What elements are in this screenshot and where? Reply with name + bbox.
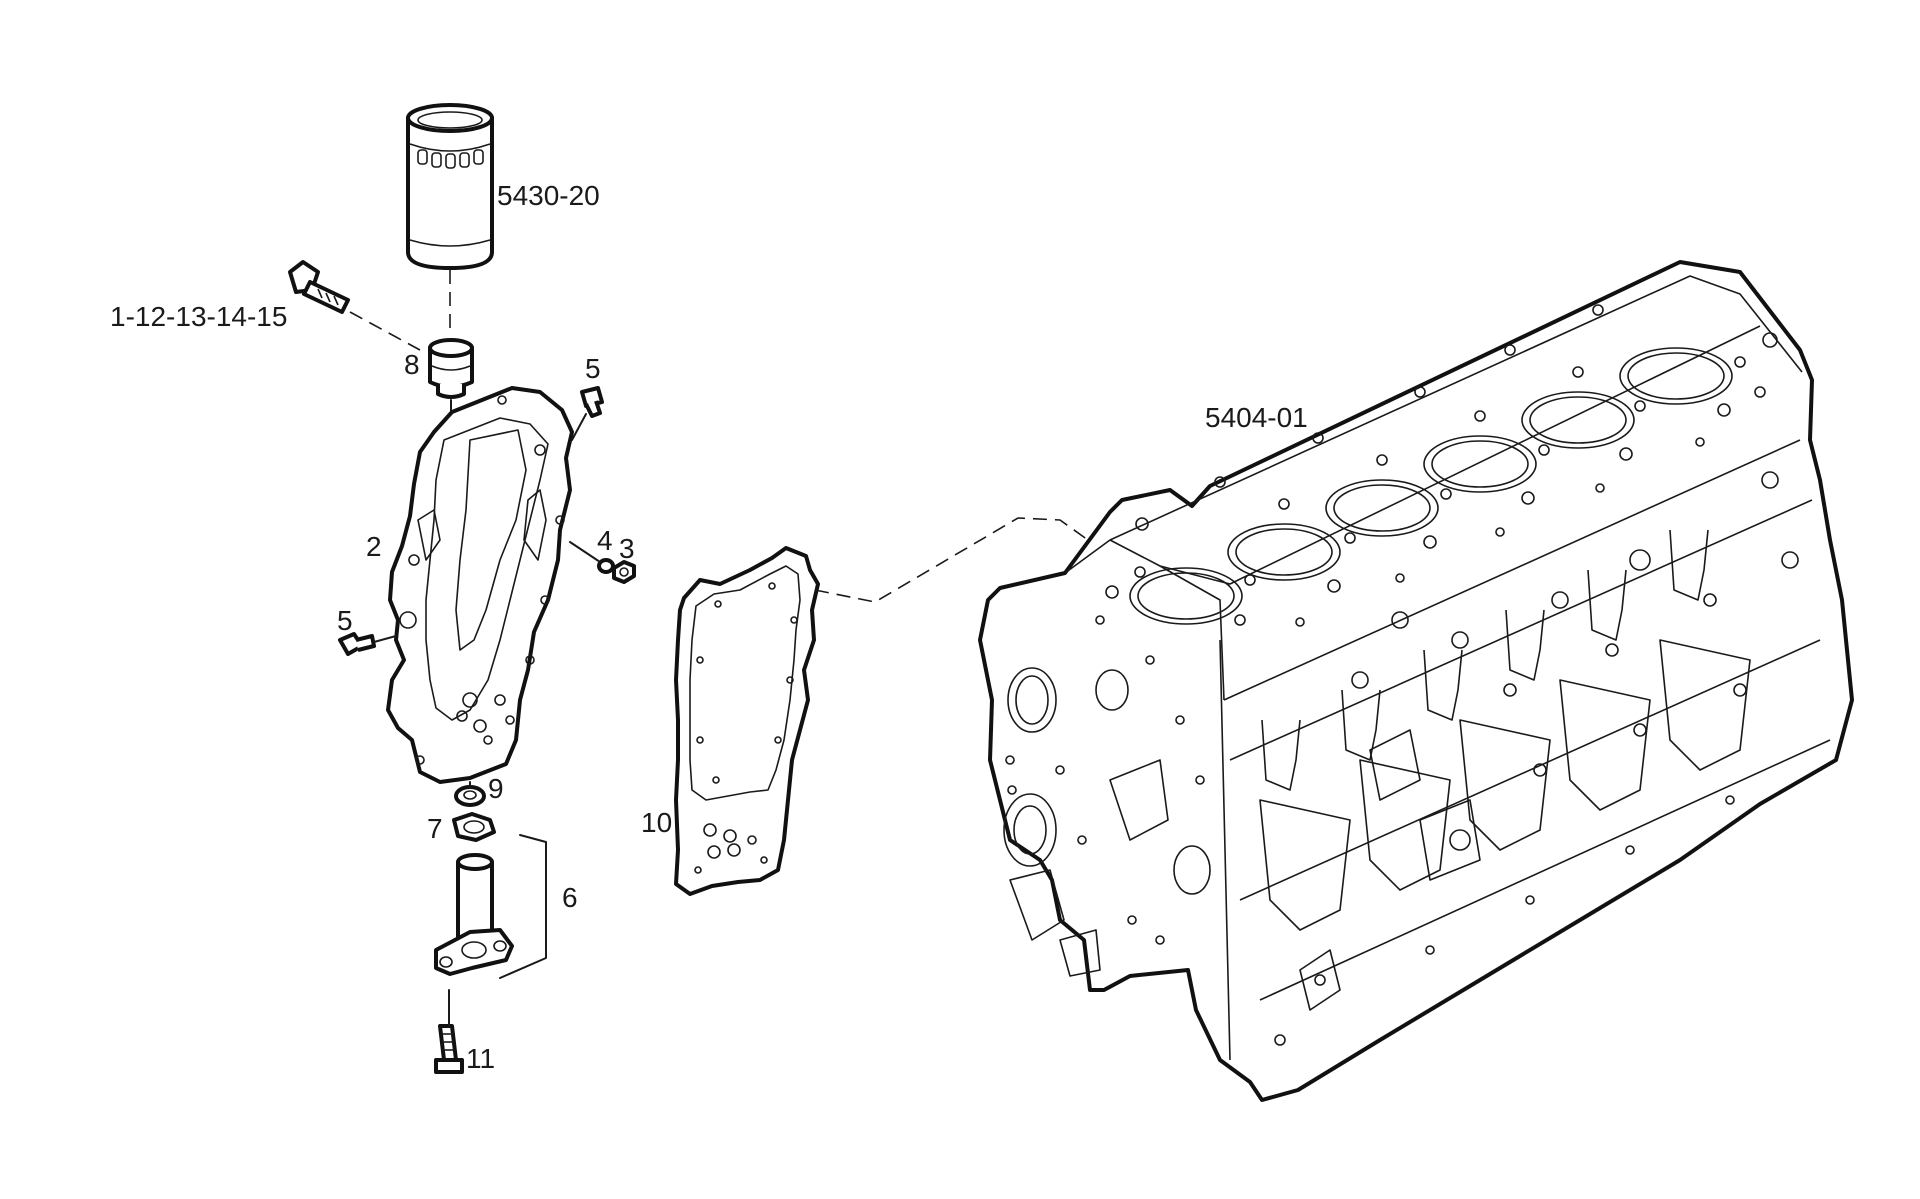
screw-leader-line [349,311,421,351]
callout-engine-block: 5404-01 [1205,402,1308,433]
callout-oil-filter: 5430-20 [497,180,600,211]
engine-block [978,260,1854,1102]
callout-3: 3 [619,533,635,564]
bracket-6 [499,834,547,979]
deck-holes [1105,304,1778,627]
oil-filter-part [406,103,494,270]
callout-10: 10 [641,807,672,838]
washer-part-4 [597,558,615,574]
oil-cooler-housing-part-2 [386,386,574,784]
pipe-part-6 [434,853,514,976]
gasket-to-block-leader [814,517,1096,603]
small-screw-part-5-top [580,386,604,418]
callout-screw-group: 1-12-13-14-15 [110,301,287,332]
sleeve-part-8 [428,338,474,399]
bolt-part-11 [434,1024,464,1074]
part4-leader-line [569,541,601,563]
callout-5-top: 5 [585,353,601,384]
block-side-face [1219,439,1831,1061]
callout-6: 6 [562,882,578,913]
gasket-part-10 [674,546,820,896]
cylinder-bores [1129,347,1733,625]
screw5-leader-line [571,413,587,441]
gasket-ring-part-7 [452,812,496,842]
callout-9: 9 [488,773,504,804]
block-front-face [1003,615,1211,977]
callout-4: 4 [597,525,613,556]
callout-11: 11 [466,1043,495,1074]
screw-part [288,260,350,314]
washer-part-9 [454,785,486,807]
callout-5-left: 5 [337,605,353,636]
small-screw-part-5-left [338,632,376,656]
nut-part-3 [612,560,636,584]
callout-2: 2 [366,531,382,562]
callout-7: 7 [427,813,443,844]
callout-8: 8 [404,349,420,380]
screw5-left-leader-line [373,635,397,643]
